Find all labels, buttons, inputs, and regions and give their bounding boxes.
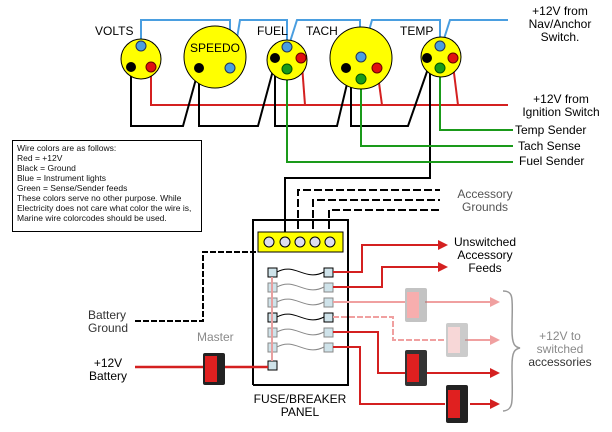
temp-sender-label: Temp Sender [515,123,587,137]
legend-line: Electricity does not care what color the… [17,203,192,213]
battery-ground-wire [135,251,258,322]
gauge-fuel [266,39,308,81]
gauge-tach [329,26,393,90]
fuse-terminals [267,267,334,371]
gauge-speedo [183,25,247,89]
tach-sense-label: Tach Sense [518,139,581,153]
accessory-switch-1[interactable] [405,288,427,322]
ground-bus-screws [263,236,336,248]
gauge-volts [120,38,162,80]
arrowheads-switched [490,297,500,409]
gauge-label-tach: TACH [306,24,338,38]
green-wires [286,67,513,163]
legend-line: These colors serve no other purpose. Whi… [17,193,182,203]
gauge-temp [420,36,462,78]
accessory-switch-2[interactable] [446,323,468,357]
gauge-label-temp: TEMP [400,24,434,38]
legend-line: Wire colors are as follows: [17,143,117,153]
gauge-label-fuel: FUEL [257,24,288,38]
switched-brace [502,290,521,412]
gauge-label-speedo: SPEEDO [190,41,241,55]
switched-feed-wires [333,301,495,405]
legend-line: Red = +12V [17,153,63,163]
gauge-label-volts: VOLTS [95,24,134,38]
fuses [276,268,325,351]
fuel-sender-label: Fuel Sender [519,154,585,168]
arrowheads-unswitched [438,240,448,272]
master-label: Master [197,330,234,344]
legend-line: Marine wire colorcodes should be used. [17,213,167,223]
master-switch[interactable] [203,353,225,385]
accessory-ground-wires [297,189,440,240]
legend-line: Blue = Instrument lights [17,173,107,183]
fuse-panel [252,219,349,386]
unswitched-feed-wires [333,244,440,288]
legend-line: Green = Sense/Sender feeds [17,183,128,193]
accessory-switch-4[interactable] [446,385,468,423]
black-wires [130,62,431,240]
wire-color-legend: Wire colors are as follows: Red = +12V B… [12,140,202,232]
legend-line: Black = Ground [17,163,76,173]
accessory-switch-3[interactable] [405,350,427,386]
